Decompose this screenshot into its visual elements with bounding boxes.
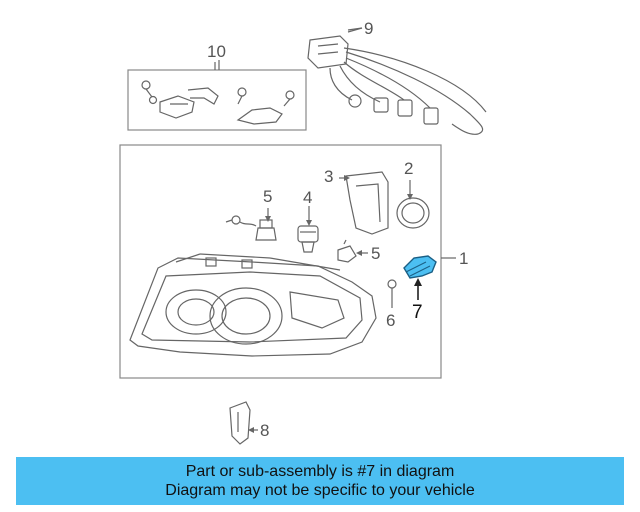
bulb-icon	[337, 239, 357, 263]
bracket-icon	[159, 95, 195, 119]
callout-9: 9	[364, 19, 373, 38]
callout-3: 3	[324, 167, 333, 186]
callout-6: 6	[386, 311, 395, 330]
parts-diagram: 10 9 3 2 4 5 5 1 6 7 8	[119, 19, 487, 445]
callout-8: 8	[260, 421, 269, 440]
bulb-icon	[297, 225, 319, 253]
callout-2: 2	[404, 159, 413, 178]
banner-line-2: Diagram may not be specific to your vehi…	[165, 482, 475, 499]
screw-icon	[148, 95, 158, 105]
info-banner: Part or sub-assembly is #7 in diagram Di…	[16, 457, 624, 505]
screw-icon	[283, 90, 295, 107]
clip-icon	[187, 87, 219, 105]
screw-icon	[387, 279, 397, 296]
callout-10: 10	[207, 42, 226, 61]
headlamp-assembly-box	[119, 144, 442, 379]
callout-1: 1	[459, 249, 468, 268]
mounting-bracket	[345, 171, 389, 235]
wiring-harness	[307, 27, 487, 135]
dust-cap	[396, 197, 430, 229]
bracket-icon	[236, 107, 283, 125]
banner-line-1: Part or sub-assembly is #7 in diagram	[185, 463, 455, 480]
callout-5-right: 5	[371, 244, 380, 263]
screw-icon	[141, 80, 153, 98]
side-bracket	[229, 401, 251, 445]
screw-icon	[237, 87, 247, 105]
callout-7: 7	[412, 302, 423, 323]
headlamp-housing	[129, 253, 377, 357]
highlighted-part-7	[403, 255, 437, 300]
callout-5-left: 5	[263, 187, 272, 206]
callout-4: 4	[303, 188, 312, 207]
hardware-kit-box	[127, 69, 307, 131]
bulb-icon	[225, 215, 277, 241]
